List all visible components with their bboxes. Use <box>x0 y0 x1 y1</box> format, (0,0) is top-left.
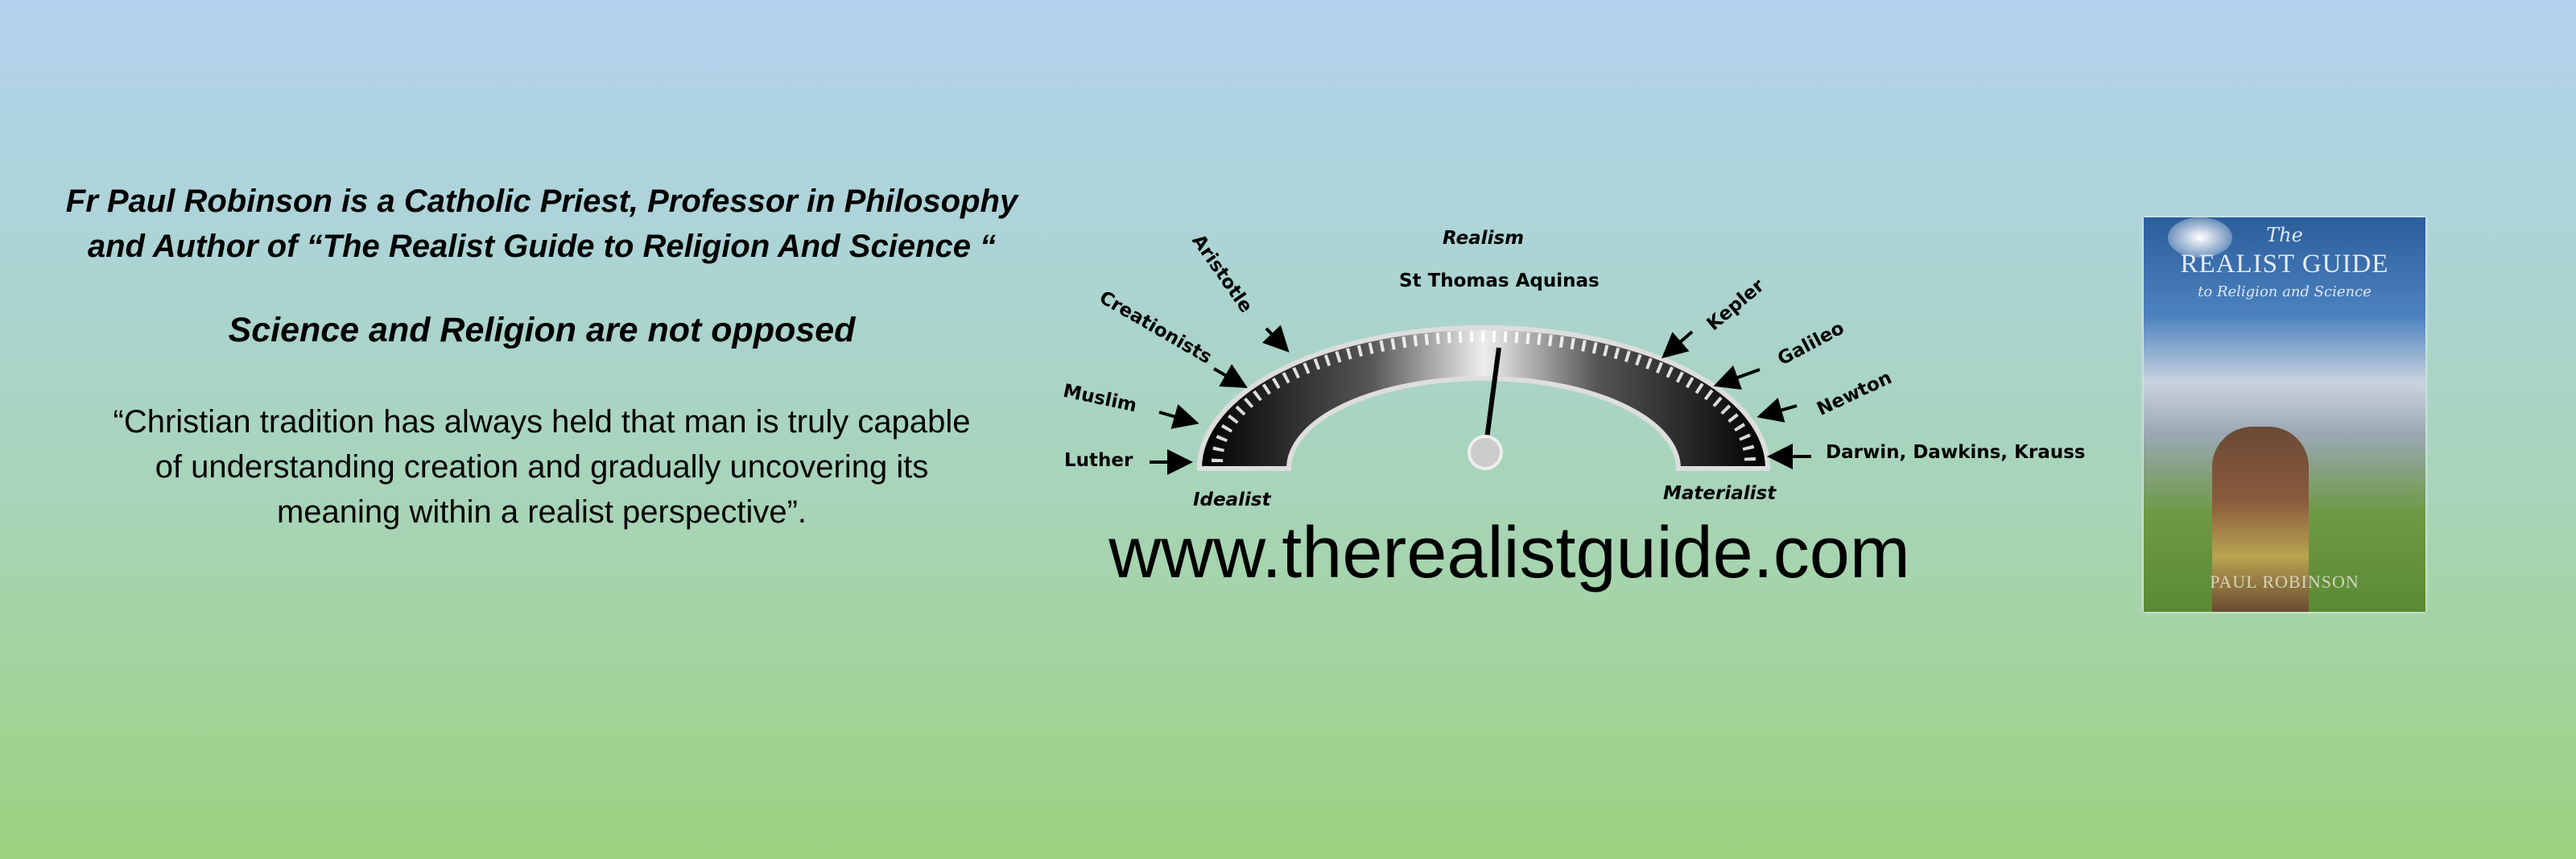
quote-line-2: of understanding creation and gradually … <box>155 449 929 485</box>
book-title-sub: to Religion and Science <box>2198 283 2372 300</box>
gauge-hub <box>1468 435 1503 470</box>
label-realism: Realism <box>1443 228 1525 249</box>
label-materialist: Materialist <box>1663 483 1777 504</box>
label-luther: Luther <box>1064 450 1133 471</box>
book-title-main: REALIST GUIDE <box>2180 250 2389 279</box>
book-author: PAUL ROBINSON <box>2210 572 2359 592</box>
gauge-arc <box>1196 325 1771 471</box>
intro-line-2: and Author of “The Realist Guide to Reli… <box>87 229 997 264</box>
label-darwin-dawkins-krauss: Darwin, Dawkins, Krauss <box>1826 442 2086 463</box>
intro-line-1: Fr Paul Robinson is a Catholic Priest, P… <box>65 184 1018 219</box>
hiker-graphic <box>2212 427 2309 612</box>
quote-line-1: “Christian tradition has always held tha… <box>113 404 971 440</box>
book-cover: The REALIST GUIDE to Religion and Scienc… <box>2144 217 2425 612</box>
gauge-needle <box>1483 347 1501 452</box>
sun-graphic <box>2168 217 2232 258</box>
book-title-the: The <box>2266 224 2303 246</box>
quote-line-3: meaning within a realist perspective”. <box>276 494 807 530</box>
author-intro: Fr Paul Robinson is a Catholic Priest, P… <box>48 179 1035 269</box>
slogan: Science and Religion are not opposed <box>228 311 856 349</box>
label-st-thomas-aquinas: St Thomas Aquinas <box>1399 271 1600 291</box>
quote: “Christian tradition has always held tha… <box>48 399 1035 535</box>
label-idealist: Idealist <box>1193 489 1271 510</box>
gauge-ticks <box>1212 331 1756 463</box>
arrows <box>1150 324 1811 475</box>
website-link[interactable]: www.therealistguide.com <box>1108 513 1910 593</box>
